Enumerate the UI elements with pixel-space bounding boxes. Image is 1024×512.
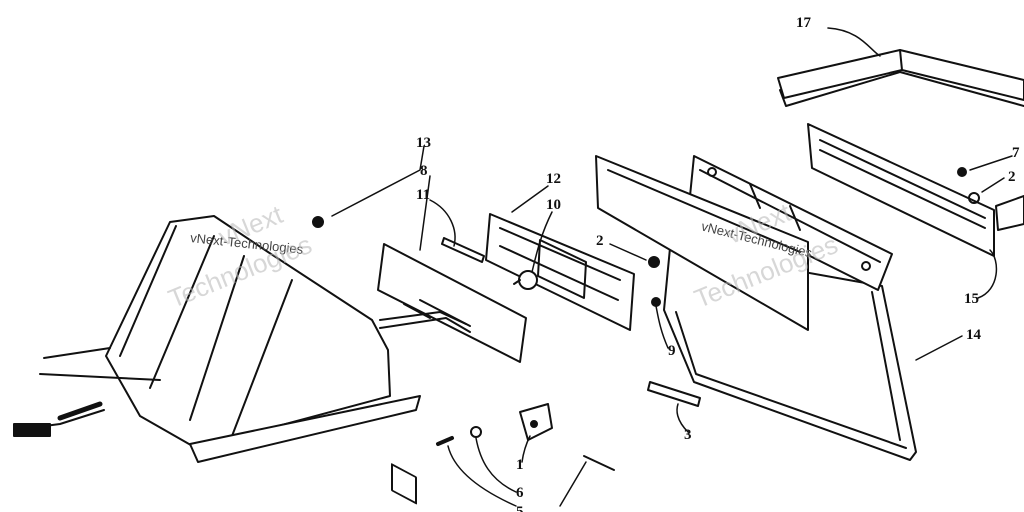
housing-wires	[379, 311, 471, 333]
callout-7: 7	[1012, 145, 1020, 161]
callout-14: 14	[966, 327, 981, 343]
hardware	[436, 167, 980, 471]
part-11-clip	[441, 237, 485, 263]
part-17-bumper-frame	[777, 49, 1024, 107]
part-13-nut	[312, 216, 324, 228]
callout-9: 9	[668, 343, 676, 359]
part-12-taillight-lens	[485, 213, 635, 331]
rear-tunnel-base	[39, 215, 421, 463]
callout-12: 12	[546, 171, 561, 187]
callout-2-middle: 2	[596, 233, 604, 249]
part-10-bulb	[513, 270, 538, 290]
part-1-bracket	[519, 403, 553, 441]
callout-11: 11	[416, 187, 431, 203]
callout-1: 1	[516, 457, 524, 473]
mounting-plate	[595, 155, 809, 331]
part-3-pad	[647, 381, 701, 407]
callout-17: 17	[796, 15, 811, 31]
callout-10: 10	[546, 197, 561, 213]
callout-8: 8	[420, 163, 428, 179]
callout-3: 3	[684, 427, 692, 443]
part-14-flap	[663, 247, 917, 461]
part-8-housing	[377, 243, 527, 505]
rear-panel	[689, 155, 893, 291]
wire-harness	[13, 401, 105, 437]
callout-15: 15	[964, 291, 979, 307]
leader-lines	[331, 27, 1013, 507]
callout-2-right: 2	[1008, 169, 1016, 185]
callout-13: 13	[416, 135, 431, 151]
callout-6: 6	[516, 485, 524, 501]
right-end-bracket	[995, 195, 1024, 231]
callout-5: 5	[516, 504, 524, 512]
part-15-mounting-rail	[807, 123, 995, 257]
